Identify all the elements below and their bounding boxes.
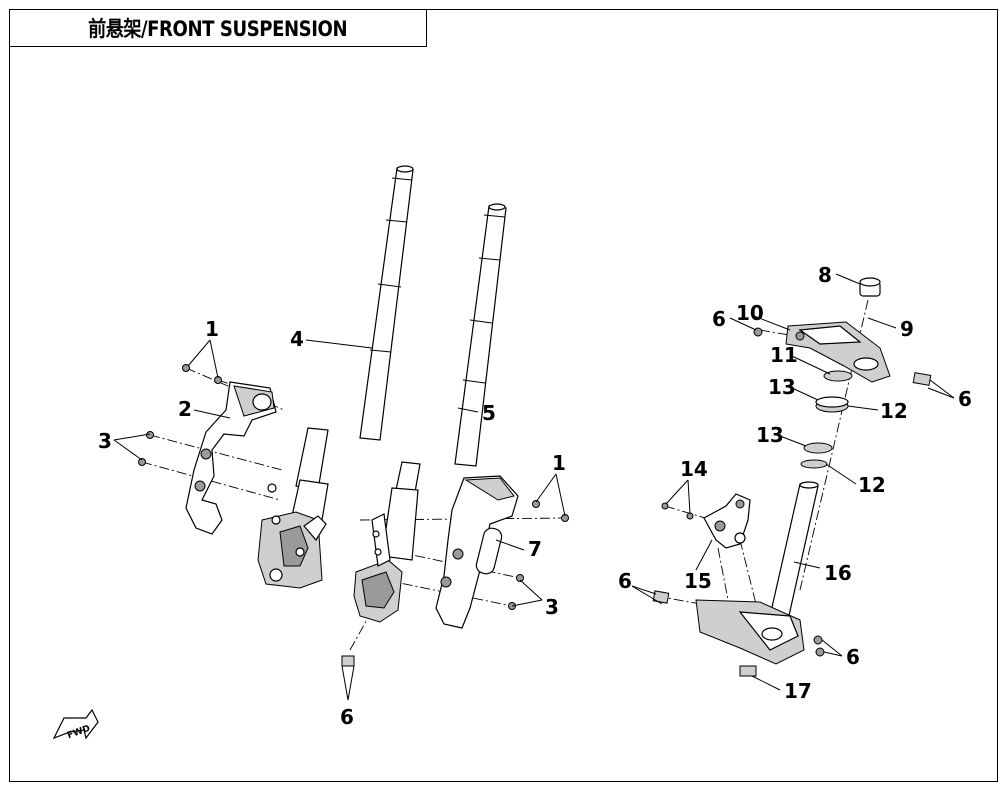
callout-14: 14 xyxy=(680,457,708,481)
title-box: 前悬架/FRONT SUSPENSION xyxy=(9,9,427,47)
callout-labels: 1 2 3 4 5 1 3 6 7 8 9 6 10 11 6 13 12 13… xyxy=(98,263,972,729)
callout-10: 10 xyxy=(736,301,764,325)
handlebar-bracket xyxy=(703,493,751,549)
fork-tube-left xyxy=(257,165,414,589)
page-title: 前悬架/FRONT SUSPENSION xyxy=(88,17,348,41)
callout-6-top-left: 6 xyxy=(712,307,726,331)
callout-5: 5 xyxy=(482,401,496,425)
fork-guard-left xyxy=(185,381,277,535)
steering-stem-parts xyxy=(800,277,881,469)
leader-lines xyxy=(113,273,955,701)
callout-2: 2 xyxy=(178,397,192,421)
steering-stem xyxy=(695,481,819,677)
callout-1-left: 1 xyxy=(205,317,219,341)
upper-triple-clamp xyxy=(785,321,891,383)
callout-13-lower: 13 xyxy=(756,423,784,447)
callout-6-right: 6 xyxy=(958,387,972,411)
fork-guard-right xyxy=(435,475,519,629)
callout-3-right: 3 xyxy=(545,595,559,619)
drawing-frame xyxy=(9,9,998,782)
callout-12-upper: 12 xyxy=(880,399,908,423)
fasteners xyxy=(138,327,932,667)
assembly-centerlines xyxy=(141,299,869,651)
callout-3-left: 3 xyxy=(98,429,112,453)
callout-4: 4 xyxy=(290,327,304,351)
callout-1-right: 1 xyxy=(552,451,566,475)
callout-7: 7 xyxy=(528,537,542,561)
callout-15: 15 xyxy=(684,569,712,593)
callout-6-left: 6 xyxy=(618,569,632,593)
callout-16: 16 xyxy=(824,561,852,585)
callout-8: 8 xyxy=(818,263,832,287)
callout-9: 9 xyxy=(900,317,914,341)
fwd-arrow-icon: FWD xyxy=(52,708,99,741)
callout-6-right-lower: 6 xyxy=(846,645,860,669)
callout-13-upper: 13 xyxy=(768,375,796,399)
callout-17: 17 xyxy=(784,679,812,703)
callout-11: 11 xyxy=(770,343,798,367)
callout-6-bottom: 6 xyxy=(340,705,354,729)
fork-tube-right xyxy=(353,203,507,623)
callout-12-lower: 12 xyxy=(858,473,886,497)
